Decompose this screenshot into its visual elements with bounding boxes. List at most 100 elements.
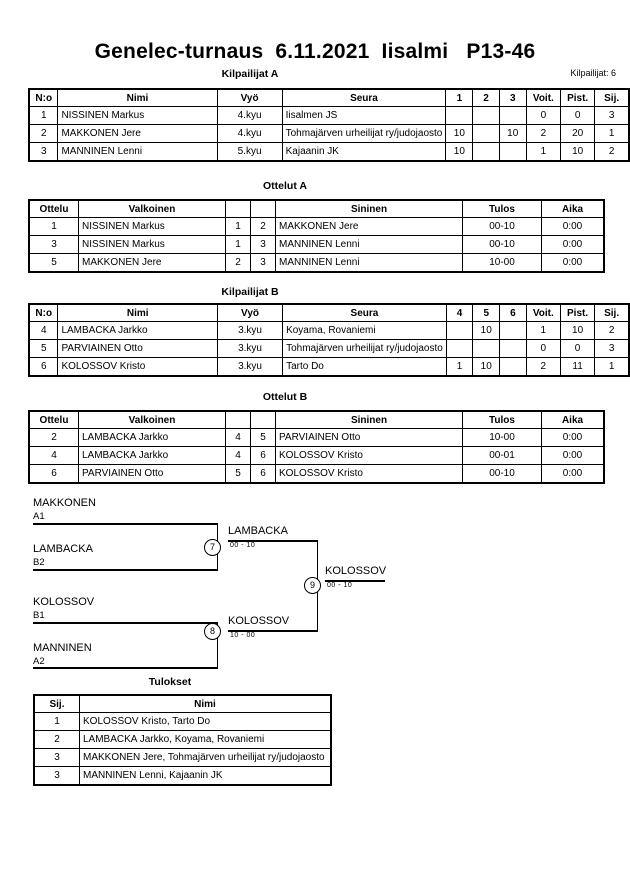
cell-sij: 2 [33, 730, 80, 749]
bracket-semi2-score: 10 - 00 [230, 632, 256, 639]
cell-m3: 10 [498, 124, 527, 143]
table-header-row: N:o Nimi Vyö Seura 1 2 3 Voit. Pist. Sij… [28, 88, 630, 107]
cell-nimi: LAMBACKA Jarkko, Koyama, Rovaniemi [79, 730, 332, 749]
cell-n1: 1 [225, 217, 251, 236]
club-name: Tohmajärven urheilijat ry/judojaosto [286, 343, 443, 354]
cell-m2 [472, 142, 500, 162]
cell-m1: 10 [445, 124, 474, 143]
club-name: Iisalmen JS [285, 110, 338, 121]
cell-n2: 2 [250, 217, 276, 236]
cell-m2: 10 [472, 357, 501, 377]
club-name: Tarto Do [286, 361, 324, 372]
col-valkoinen: Valkoinen [78, 410, 226, 429]
cell-m3 [499, 357, 527, 377]
cell-sij: 3 [33, 748, 80, 767]
cell-ottelu: 3 [28, 235, 79, 254]
cell-voit: 0 [525, 339, 561, 358]
cell-aika: 0:00 [541, 235, 605, 254]
bracket-line-seed4 [33, 667, 218, 669]
cell-sij: 2 [594, 321, 630, 340]
col-tulos: Tulos [462, 410, 542, 429]
col-blue-no [250, 199, 276, 218]
entrants-count: Kilpailijat: 6 [570, 68, 616, 78]
club-name: Kajaanin JK [285, 146, 339, 157]
page-title: Genelec-turnaus 6.11.2021 Iisalmi P13-46 [94, 40, 536, 63]
cell-ottelu: 2 [28, 428, 79, 447]
cell-pist: 0 [559, 339, 596, 358]
bracket-join-semi2 [216, 622, 218, 668]
bracket-seed-1-code: A1 [33, 511, 45, 522]
cell-valkoinen: MAKKONEN Jere [78, 253, 226, 273]
cell-pist: 10 [559, 142, 596, 162]
col-match-5: 5 [472, 303, 501, 322]
cell-voit: 2 [525, 124, 562, 143]
cell-m3 [499, 321, 527, 340]
cell-voit: 1 [525, 321, 561, 340]
cell-sij: 1 [33, 712, 80, 731]
cell-seura: Kajaanin JK [281, 142, 447, 162]
col-seura: Seura [281, 88, 447, 107]
cell-sininen: KOLOSSOV Kristo [275, 464, 463, 484]
table-header-row: N:o Nimi Vyö Seura 4 5 6 Voit. Pist. Sij… [28, 303, 630, 322]
col-no: N:o [28, 88, 59, 107]
section-title-pool-a: Kilpailijat A [221, 68, 279, 80]
pool-b-table: N:o Nimi Vyö Seura 4 5 6 Voit. Pist. Sij… [28, 303, 630, 377]
cell-nimi: PARVIAINEN Otto [57, 339, 218, 358]
cell-vyo: 4.kyu [216, 124, 283, 143]
club-name: Tohmajärven urheilijat ry/judojaosto [285, 128, 443, 139]
section-title-results: Tulokset [148, 676, 192, 688]
bracket-semi2-winner: KOLOSSOV [228, 615, 290, 627]
cell-n1: 4 [225, 428, 251, 447]
cell-nimi: KOLOSSOV Kristo [57, 357, 218, 377]
bracket-seed-2-name: LAMBACKA [33, 543, 93, 555]
bracket-final-winner: KOLOSSOV [325, 565, 387, 577]
cell-sij: 3 [594, 339, 630, 358]
col-voit: Voit. [525, 88, 562, 107]
cell-aika: 0:00 [541, 428, 605, 447]
cell-m1 [445, 339, 474, 358]
cell-tulos: 10-00 [462, 253, 542, 273]
table-header-row: Ottelu Valkoinen Sininen Tulos Aika [28, 410, 605, 429]
col-pist: Pist. [559, 88, 596, 107]
cell-ottelu: 4 [28, 446, 79, 465]
col-sininen: Sininen [275, 199, 463, 218]
bracket-match-number-8: 8 [204, 623, 221, 640]
result-name: LAMBACKA Jarkko, Koyama, Rovaniemi [83, 734, 265, 745]
cell-aika: 0:00 [541, 253, 605, 273]
bracket-match-number-7: 7 [204, 539, 221, 556]
col-no: N:o [28, 303, 59, 322]
cell-no: 2 [28, 124, 59, 143]
cell-m1: 1 [445, 357, 474, 377]
col-voit: Voit. [525, 303, 561, 322]
cell-nimi: MANNINEN Lenni [57, 142, 218, 162]
bracket-line-semi1-out [228, 540, 318, 542]
club-name: Koyama, Rovaniemi [286, 325, 376, 336]
cell-sininen: MANNINEN Lenni [275, 235, 463, 254]
col-seura: Seura [282, 303, 447, 322]
cell-tulos: 00-10 [462, 464, 542, 484]
cell-nimi: MAKKONEN Jere, Tohmajärven urheilijat ry… [79, 748, 332, 767]
col-nimi: Nimi [79, 694, 332, 713]
cell-seura: Koyama, Rovaniemi [282, 321, 447, 340]
cell-no: 1 [28, 106, 59, 125]
table-header-row: Sij. Nimi [33, 694, 332, 713]
col-vyo: Vyö [216, 88, 283, 107]
col-match-4: 4 [445, 303, 474, 322]
cell-ottelu: 1 [28, 217, 79, 236]
cell-tulos: 10-00 [462, 428, 542, 447]
col-match-2: 2 [472, 88, 500, 107]
bracket-seed-2-code: B2 [33, 557, 45, 568]
